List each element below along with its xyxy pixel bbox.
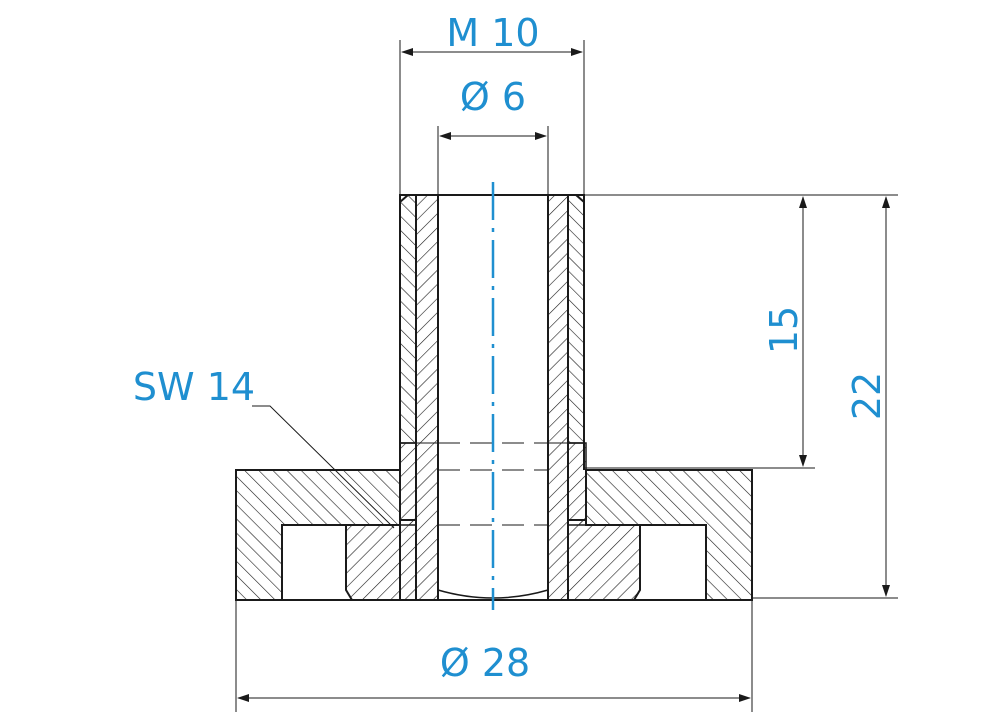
hidden-lines [400,442,584,526]
dimension-m10: M 10 [399,11,585,195]
hex-nut-right [567,519,641,601]
dimension-base-diameter: Ø 28 [235,600,753,712]
dimension-15: 15 [584,194,815,469]
dimension-label-thread: M 10 [446,11,539,55]
hex-nut-left [345,519,417,601]
dimension-label-spanner: SW 14 [133,365,255,409]
dimension-22: 22 [752,194,898,599]
threaded-sleeve [236,194,752,601]
sleeve-thread-right [567,194,585,444]
sleeve-thread-left [399,194,417,444]
dimension-label-base-diameter: Ø 28 [440,641,530,685]
dimension-label-bore: Ø 6 [460,75,526,119]
sleeve-wall-right [547,194,569,601]
sleeve-wall-left [415,194,439,601]
hex-nut [345,519,641,601]
dimension-label-height-total: 22 [845,372,889,420]
dimension-label-height-upper: 15 [762,306,806,354]
sleeve-lower-left [399,442,417,526]
leader-sw14: SW 14 [133,365,395,529]
dimension-bore: Ø 6 [437,75,549,195]
